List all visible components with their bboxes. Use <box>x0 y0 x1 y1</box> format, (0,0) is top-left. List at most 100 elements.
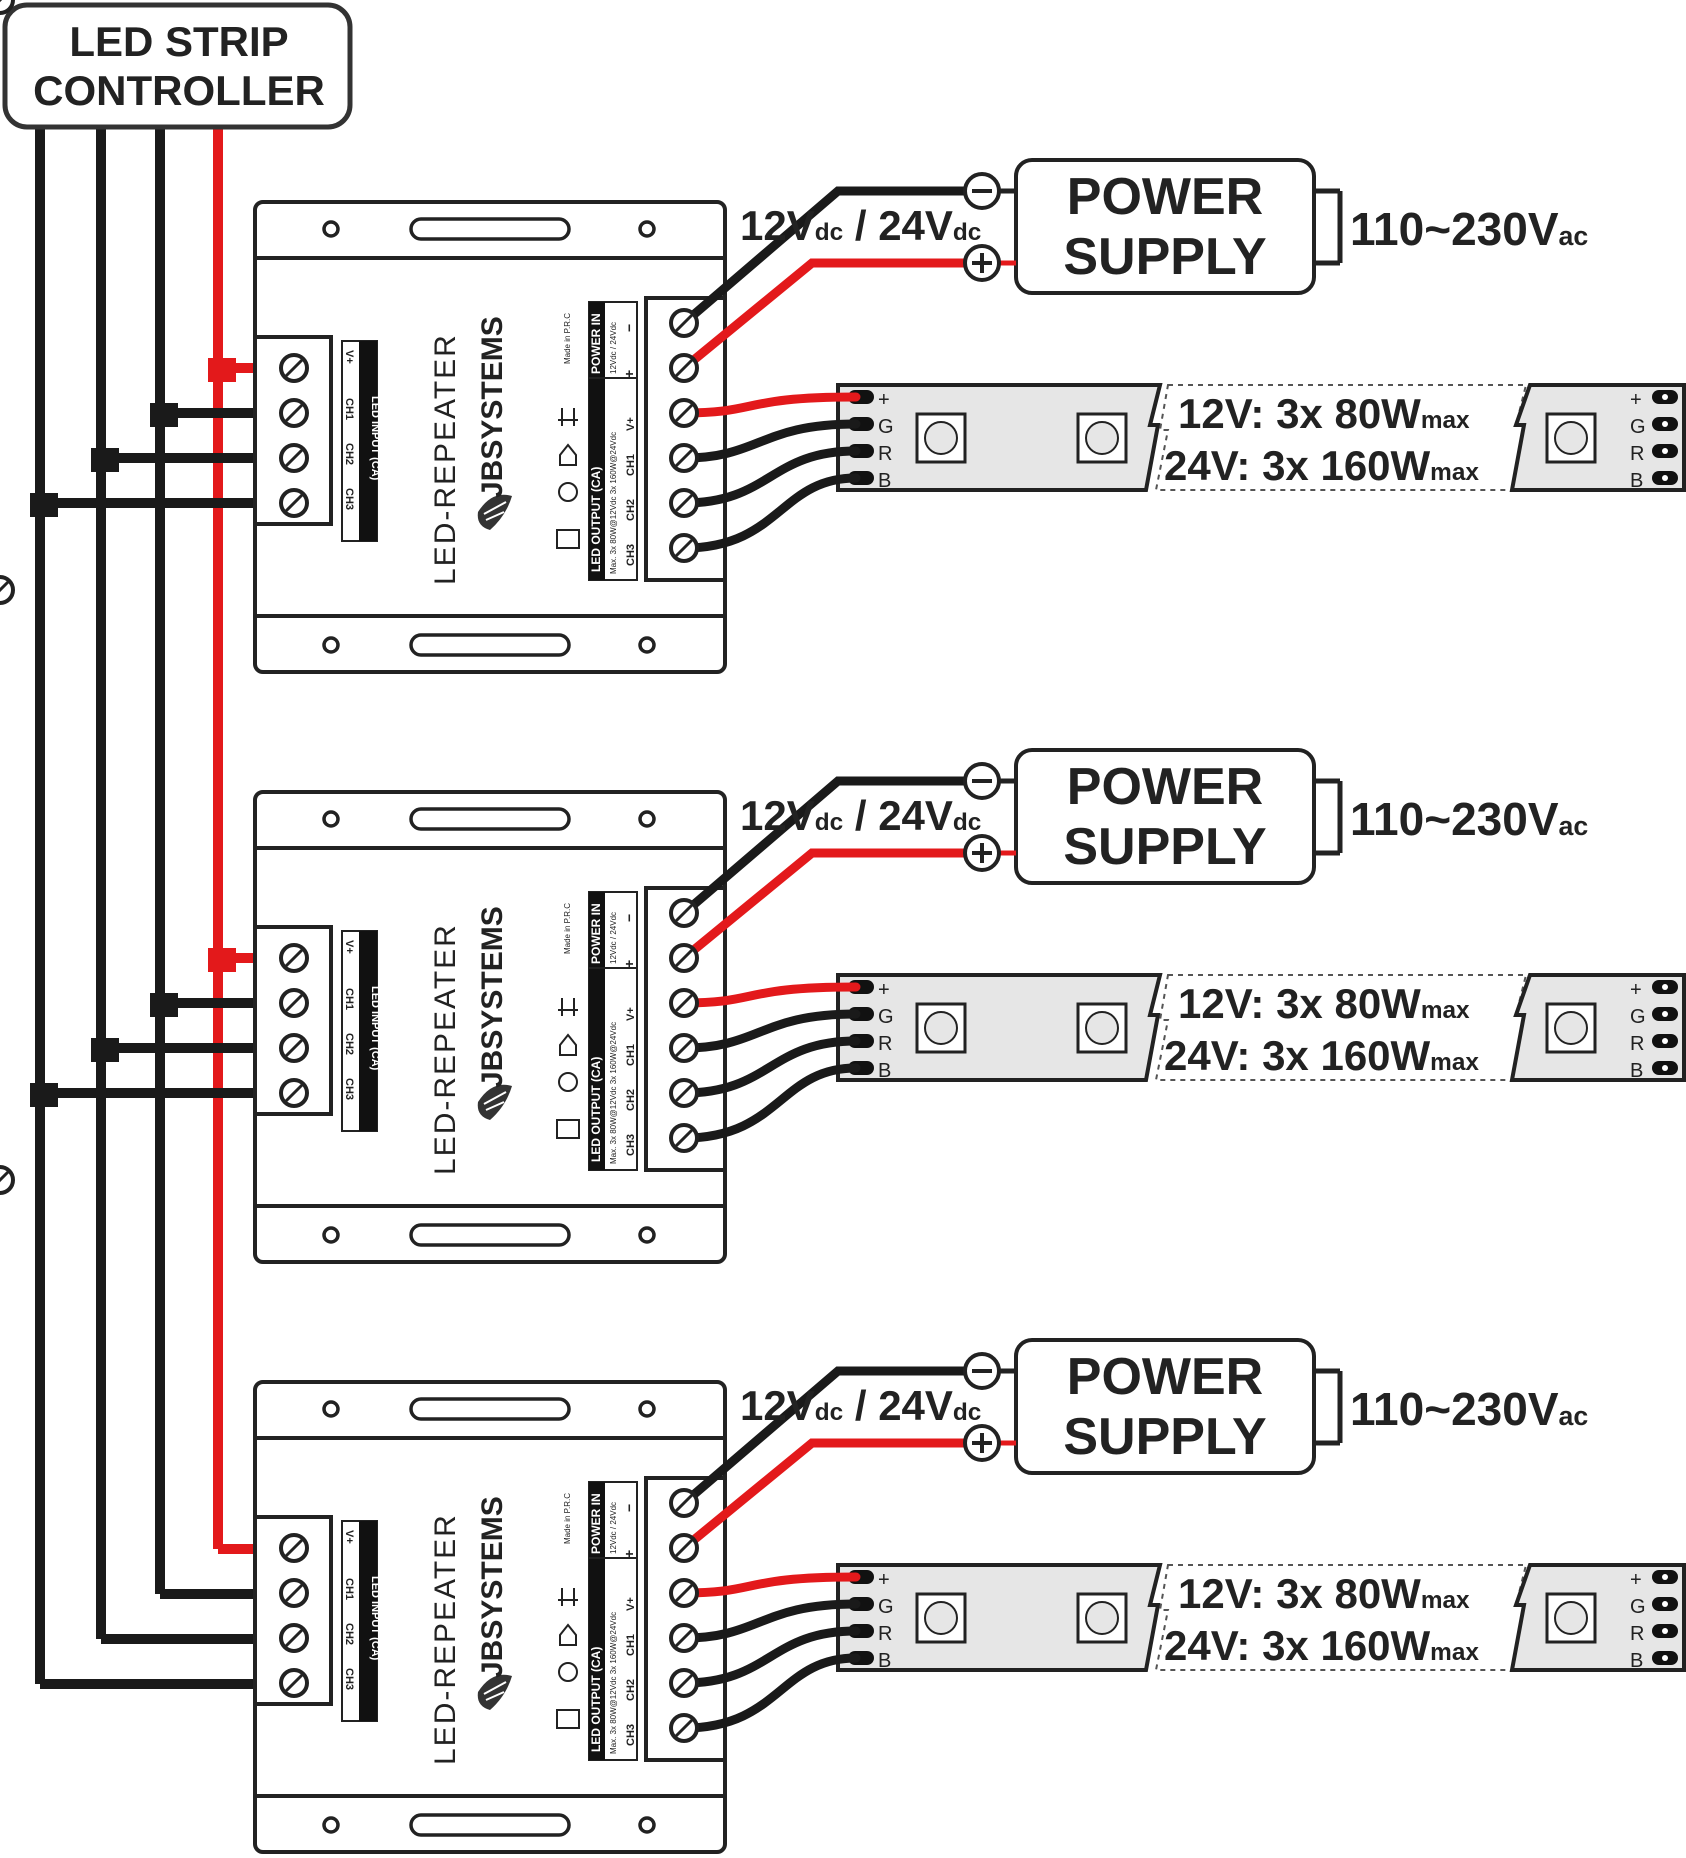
dc-sep: / <box>843 1382 878 1429</box>
dc-main-2: 24V <box>878 1382 953 1429</box>
repeater-title: LED-REPEATER <box>429 1513 462 1765</box>
rating2-main: 24V: 3x 160W <box>1164 1032 1431 1079</box>
psu-label-line1: POWER <box>1067 1348 1263 1406</box>
dc-main-2: 24V <box>878 792 953 839</box>
psu-label-line2: SUPPLY <box>1063 1408 1266 1466</box>
output-pin-label: CH1 <box>625 1044 637 1066</box>
dc-voltage-label: 12Vdc / 24Vdc <box>740 202 981 249</box>
output-header: LED OUTPUT (CA) <box>589 1647 603 1752</box>
rating2-sub: max <box>1430 1049 1479 1076</box>
strip-pin-label-right: B <box>1630 1650 1643 1672</box>
ac-main: 110~230V <box>1350 203 1559 255</box>
strip-pin-label-left: R <box>878 1033 892 1055</box>
strip-rating-12v: 12V: 3x 80Wmax <box>1178 390 1470 437</box>
rating1-sub: max <box>1421 997 1470 1024</box>
strip-pin-label-left: G <box>878 416 894 438</box>
input-pin-label: CH1 <box>343 398 355 420</box>
power-header: POWER IN <box>589 1493 603 1554</box>
output-pin-label: V+ <box>625 417 637 431</box>
psu-label-line2: SUPPLY <box>1063 818 1266 876</box>
input-header: LED INPUT (CA) <box>369 986 381 1071</box>
strip-pin-label-right: R <box>1630 443 1644 465</box>
dc-sub-2: dc <box>953 809 981 836</box>
dc-sub-1: dc <box>815 809 843 836</box>
strip-pin-label-left: + <box>878 1569 890 1591</box>
input-pin-label: CH2 <box>343 1623 355 1645</box>
output-pin-label: CH2 <box>625 1089 637 1111</box>
output-rating: Max. 3x 80W@12Vdc 3x 160W@24Vdc <box>609 1612 618 1754</box>
strip-pin-label-left: B <box>878 1650 891 1672</box>
output-rating: Max. 3x 80W@12Vdc 3x 160W@24Vdc <box>609 1022 618 1164</box>
output-pin-label: CH1 <box>625 1634 637 1656</box>
input-pin-label: CH3 <box>343 488 355 510</box>
strip-pin-label-left: + <box>878 389 890 411</box>
input-pin-label: V+ <box>343 350 355 364</box>
strip-pin-label-left: R <box>878 1623 892 1645</box>
strip-rating-24v: 24V: 3x 160Wmax <box>1164 442 1479 489</box>
output-header: LED OUTPUT (CA) <box>589 1057 603 1162</box>
repeater-brand: JBSYSTEMS <box>476 1496 509 1678</box>
strip-pin-label-right: R <box>1630 1623 1644 1645</box>
rating1-sub: max <box>1421 1587 1470 1614</box>
input-header: LED INPUT (CA) <box>369 396 381 481</box>
strip-pin-label-right: G <box>1630 1006 1646 1028</box>
repeater-brand: JBSYSTEMS <box>476 906 509 1088</box>
strip-pin-label-left: + <box>878 979 890 1001</box>
controller-label-line1: LED STRIP <box>69 18 288 65</box>
output-pin-label: V+ <box>625 1597 637 1611</box>
dc-voltage-label: 12Vdc / 24Vdc <box>740 792 981 839</box>
input-pin-label: CH2 <box>343 1033 355 1055</box>
made-in-label: Made in P.R.C <box>563 313 572 364</box>
power-rating: 12Vdc / 24Vdc <box>609 322 618 374</box>
power-header: POWER IN <box>589 903 603 964</box>
strip-pin-label-right: + <box>1630 979 1642 1001</box>
input-pin-label: CH3 <box>343 1668 355 1690</box>
ac-main: 110~230V <box>1350 793 1559 845</box>
strip-pin-label-right: G <box>1630 1596 1646 1618</box>
input-pin-label: V+ <box>343 1530 355 1544</box>
dc-sub-2: dc <box>953 219 981 246</box>
rating2-sub: max <box>1430 1639 1479 1666</box>
dc-main-1: 12V <box>740 202 815 249</box>
repeater-stage-3: LED-REPEATER JBSYSTEMS Made in P.R.C LED IN… <box>0 1167 1684 1852</box>
rating2-sub: max <box>1430 459 1479 486</box>
ac-voltage-label: 110~230Vac <box>1350 203 1588 255</box>
power-minus-label: − <box>621 324 637 332</box>
ac-sub: ac <box>1559 221 1589 251</box>
dc-main-2: 24V <box>878 202 953 249</box>
repeater-stage-2: LED-REPEATER JBSYSTEMS Made in P.R.C LED IN… <box>0 577 1684 1262</box>
input-pin-label: CH1 <box>343 1578 355 1600</box>
dc-sub-1: dc <box>815 219 843 246</box>
made-in-label: Made in P.R.C <box>563 903 572 954</box>
made-in-label: Made in P.R.C <box>563 1493 572 1544</box>
ac-voltage-label: 110~230Vac <box>1350 793 1588 845</box>
output-rating: Max. 3x 80W@12Vdc 3x 160W@24Vdc <box>609 432 618 574</box>
rating1-sub: max <box>1421 407 1470 434</box>
strip-pin-label-right: B <box>1630 470 1643 492</box>
dc-main-1: 12V <box>740 1382 815 1429</box>
ac-main: 110~230V <box>1350 1383 1559 1435</box>
psu-label-line1: POWER <box>1067 758 1263 816</box>
dc-sub-1: dc <box>815 1399 843 1426</box>
repeater-title: LED-REPEATER <box>429 923 462 1175</box>
strip-rating-12v: 12V: 3x 80Wmax <box>1178 1570 1470 1617</box>
output-pin-label: CH2 <box>625 499 637 521</box>
strip-pin-label-right: G <box>1630 416 1646 438</box>
power-minus-label: − <box>621 914 637 922</box>
input-pin-label: V+ <box>343 940 355 954</box>
output-pin-label: V+ <box>625 1007 637 1021</box>
input-header: LED INPUT (CA) <box>369 1576 381 1661</box>
psu-label-line2: SUPPLY <box>1063 228 1266 286</box>
dc-sep: / <box>843 202 878 249</box>
dc-main-1: 12V <box>740 792 815 839</box>
power-rating: 12Vdc / 24Vdc <box>609 912 618 964</box>
strip-pin-label-left: B <box>878 1060 891 1082</box>
rating1-main: 12V: 3x 80W <box>1178 1570 1421 1617</box>
strip-pin-label-left: G <box>878 1596 894 1618</box>
controller-label-line2: CONTROLLER <box>33 67 325 114</box>
rating2-main: 24V: 3x 160W <box>1164 442 1431 489</box>
strip-pin-label-right: B <box>1630 1060 1643 1082</box>
strip-pin-label-left: R <box>878 443 892 465</box>
input-pin-label: CH1 <box>343 988 355 1010</box>
output-pin-label: CH1 <box>625 454 637 476</box>
